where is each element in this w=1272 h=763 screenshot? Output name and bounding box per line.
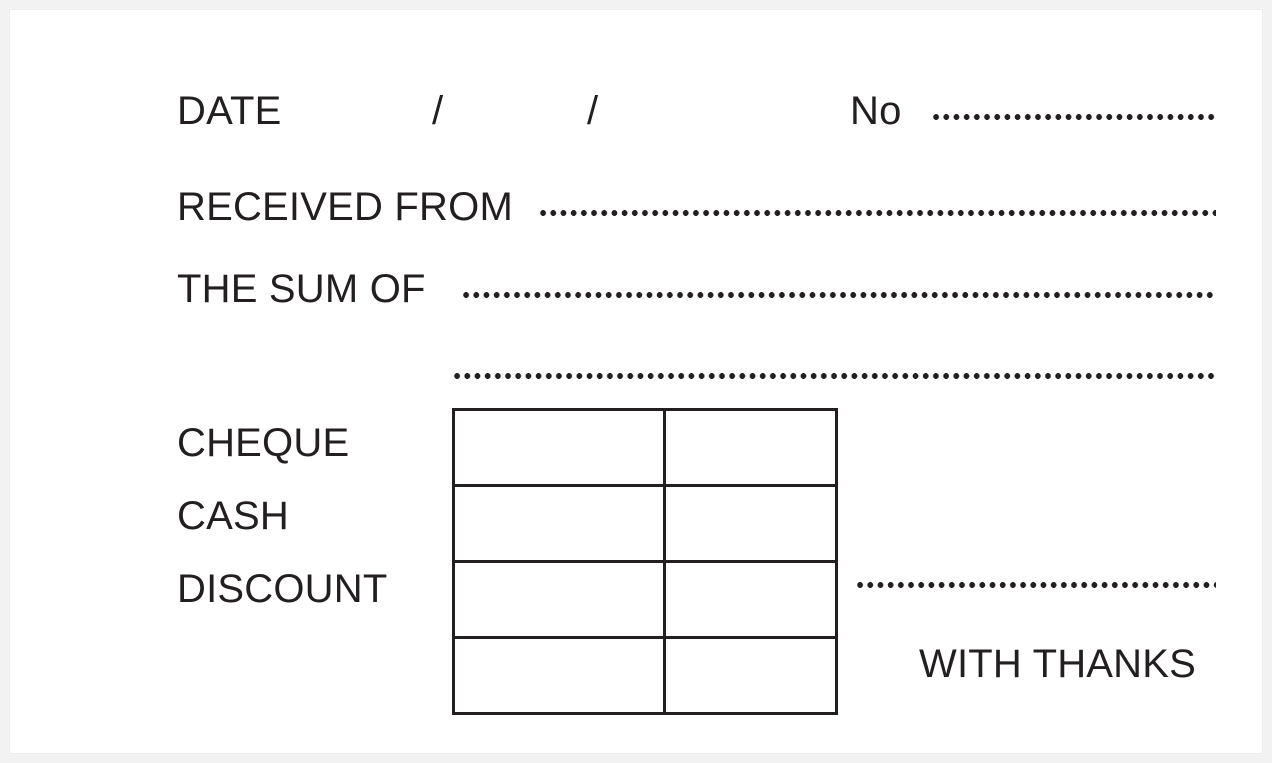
amount-cell-cash-major[interactable] [452, 484, 666, 563]
table-row [452, 484, 838, 563]
receipt-number-label: No [850, 89, 902, 133]
the-sum-of-label: THE SUM OF [177, 267, 426, 311]
payment-row-label-cash: CASH [177, 494, 289, 538]
table-row [452, 560, 838, 639]
amount-cell-total-minor[interactable] [663, 636, 838, 715]
received-from-label: RECEIVED FROM [177, 185, 513, 229]
amount-cell-cash-minor[interactable] [663, 484, 838, 563]
table-row [452, 408, 838, 487]
payment-row-label-cheque: CHEQUE [177, 421, 350, 465]
date-separator-2: / [587, 89, 599, 133]
amount-cell-discount-major[interactable] [452, 560, 666, 639]
amount-cell-cheque-major[interactable] [452, 408, 666, 487]
table-row [452, 636, 838, 715]
amount-cell-total-major[interactable] [452, 636, 666, 715]
amount-cell-discount-minor[interactable] [663, 560, 838, 639]
with-thanks-label: WITH THANKS [919, 642, 1197, 686]
amount-table [452, 408, 838, 715]
receipt-number-dotted-line[interactable] [931, 114, 1216, 120]
received-from-dotted-line[interactable] [538, 210, 1216, 216]
date-label: DATE [177, 89, 282, 133]
signature-dotted-line[interactable] [855, 582, 1216, 588]
the-sum-of-dotted-line[interactable] [461, 292, 1216, 298]
payment-row-label-discount: DISCOUNT [177, 567, 388, 611]
amount-cell-cheque-minor[interactable] [663, 408, 838, 487]
receipt-card: DATE / / No RECEIVED FROM THE SUM OF CHE… [9, 9, 1263, 754]
the-sum-of-continuation-dotted-line[interactable] [452, 373, 1216, 379]
date-separator-1: / [432, 89, 444, 133]
